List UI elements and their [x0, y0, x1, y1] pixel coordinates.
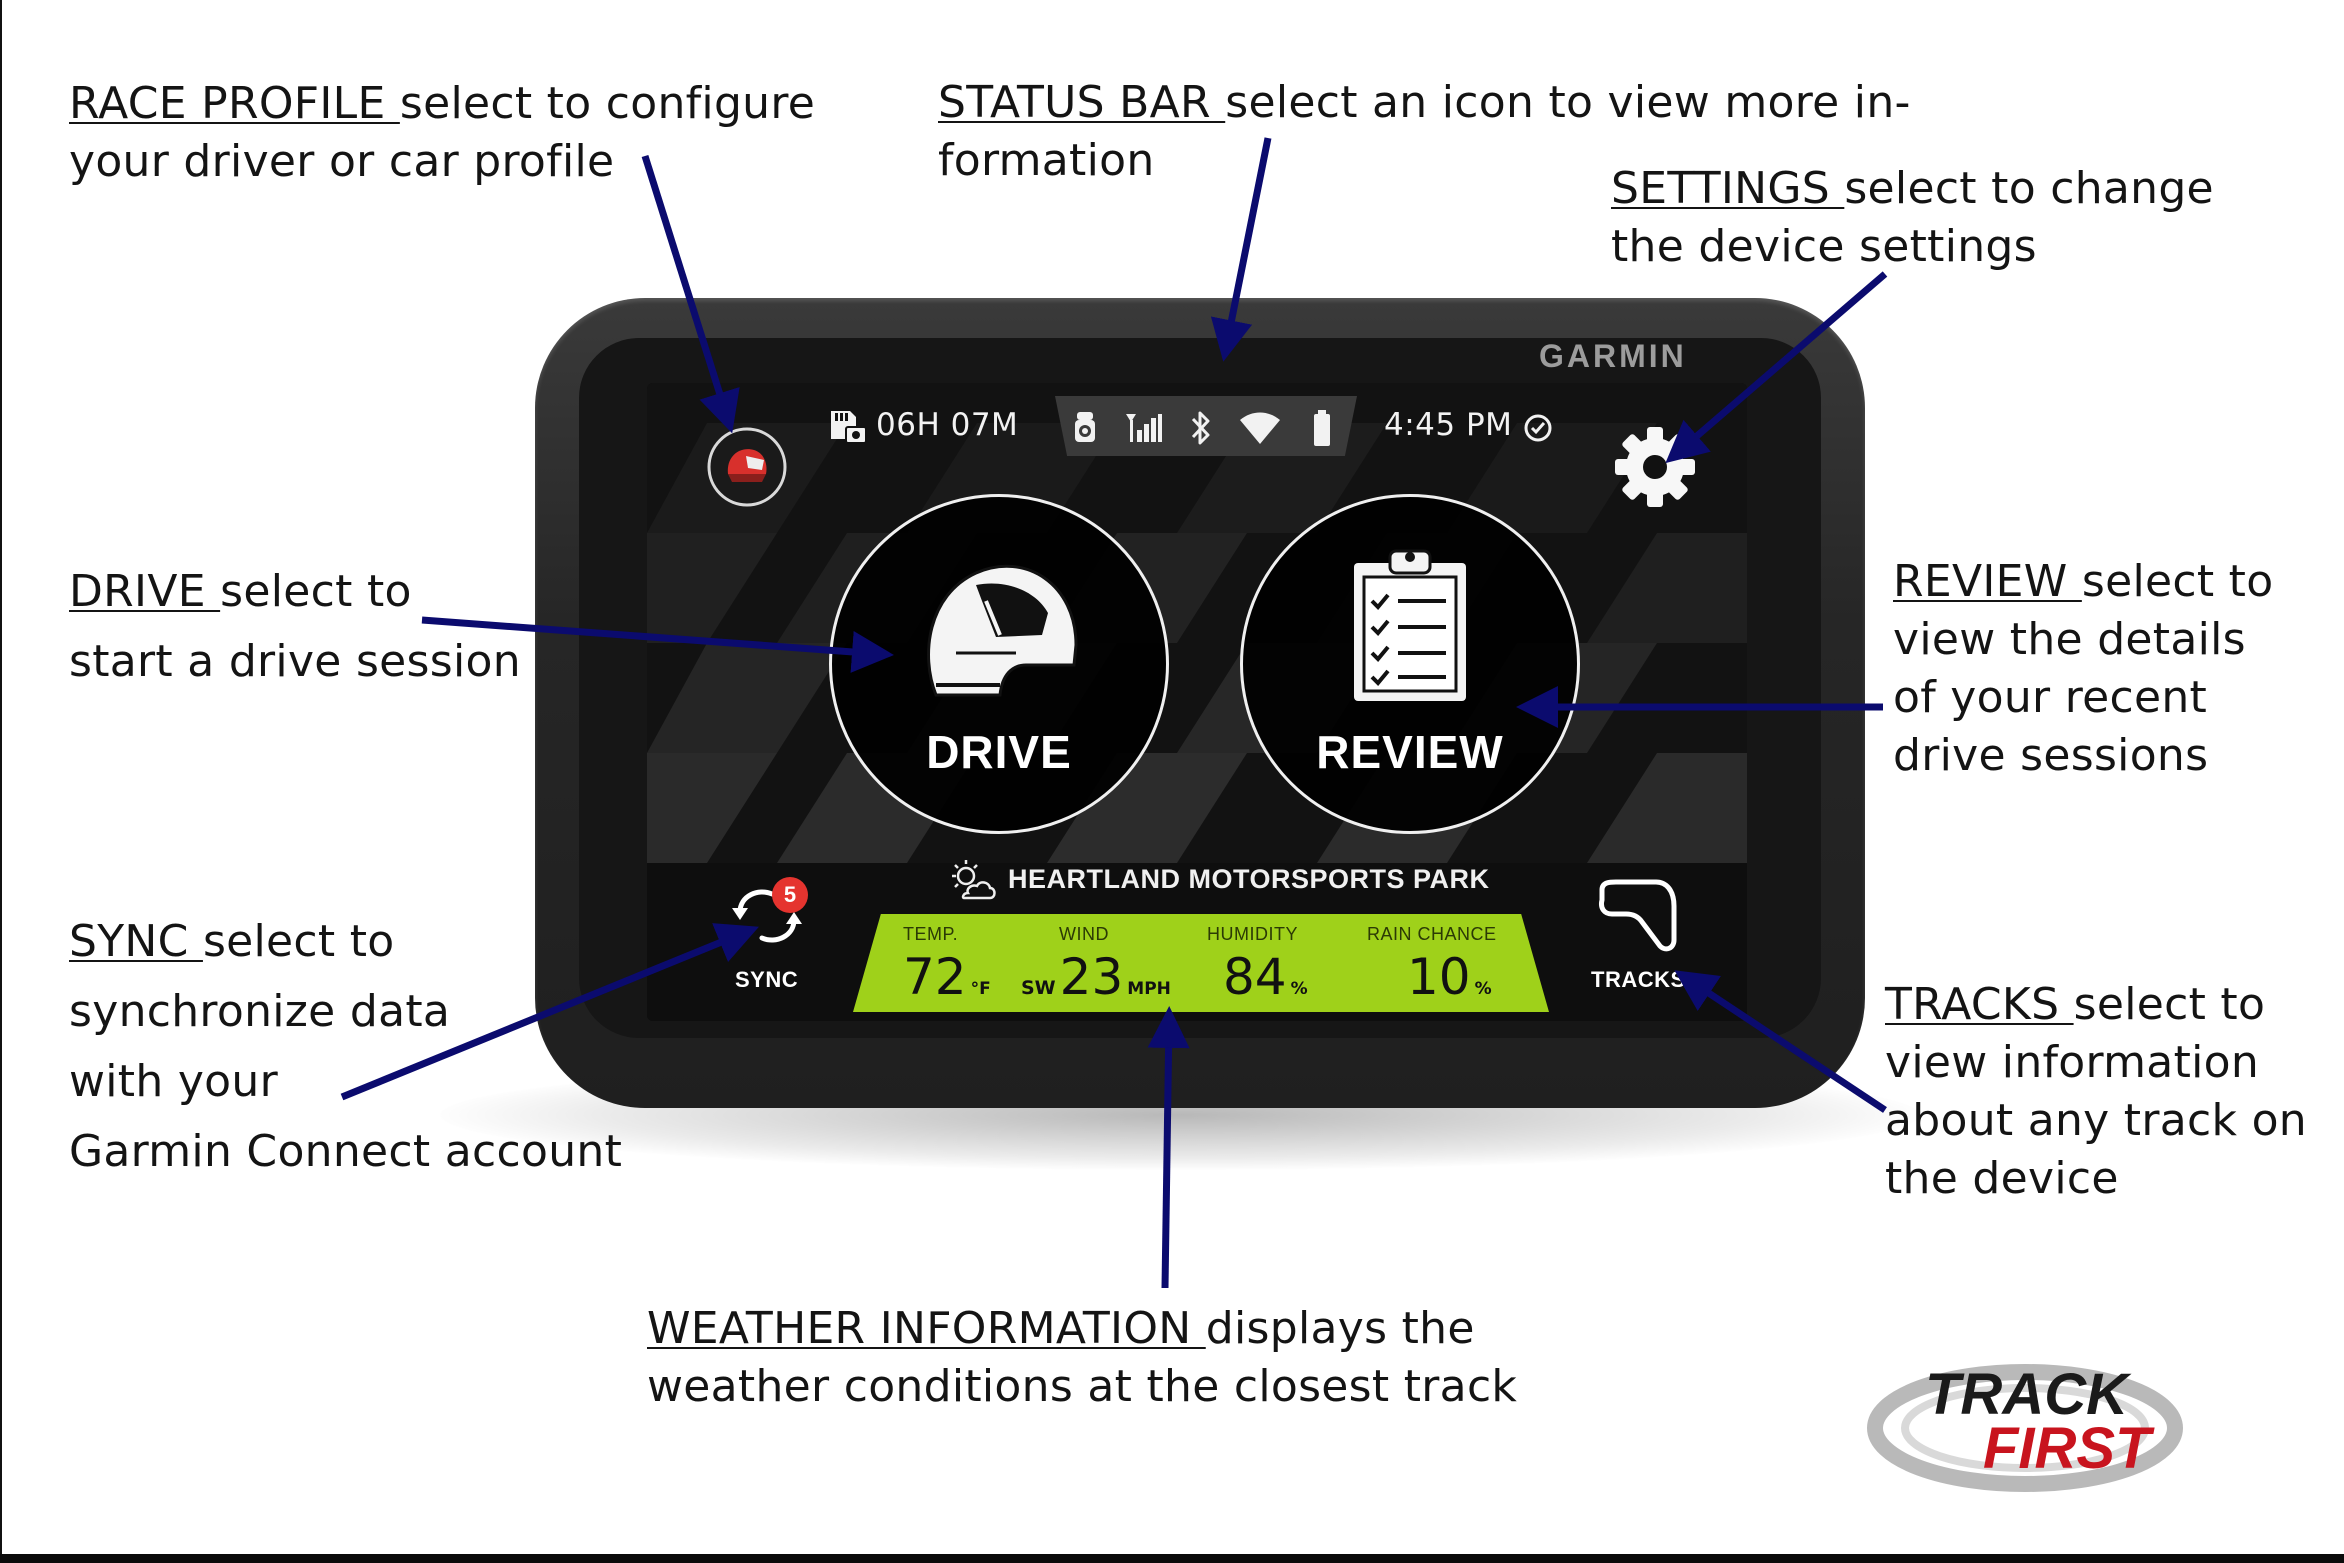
- review-title: REVIEW: [1893, 556, 2082, 607]
- tracks-text-2: view information: [1885, 1037, 2260, 1088]
- race-profile-text: select to configure: [399, 78, 816, 129]
- sync-label[interactable]: SYNC: [735, 967, 799, 992]
- garmin-brand-logo: GARMIN: [1539, 338, 1687, 374]
- humidity-label: HUMIDITY: [1207, 924, 1298, 944]
- race-profile-text-2: your driver or car profile: [69, 136, 615, 187]
- tracks-text-3: about any track on: [1885, 1095, 2307, 1146]
- race-profile-button[interactable]: [706, 426, 788, 508]
- drive-annotation: DRIVE select to start a drive session: [69, 557, 521, 697]
- temp-label: TEMP.: [903, 924, 959, 944]
- status-bar-title: STATUS BAR: [938, 77, 1226, 128]
- drive-title: DRIVE: [69, 566, 221, 617]
- rain-unit: %: [1474, 979, 1492, 999]
- settings-gear-icon[interactable]: [1612, 424, 1698, 510]
- logo-track-text: TRACK: [1925, 1362, 2132, 1427]
- status-bar-text: select an icon to view more in-: [1225, 77, 1911, 128]
- tracks-title: TRACKS: [1885, 979, 2074, 1030]
- drive-text-2: start a drive session: [69, 636, 521, 687]
- tracks-label[interactable]: TRACKS: [1591, 967, 1686, 992]
- settings-annotation: SETTINGS select to change the device set…: [1611, 160, 2214, 276]
- wind-direction: SW: [1021, 977, 1056, 999]
- weather-text-2: weather conditions at the closest track: [647, 1361, 1518, 1412]
- review-text-4: drive sessions: [1893, 730, 2209, 781]
- clipboard-checklist-icon: [1354, 549, 1466, 701]
- signal-strength-icon[interactable]: [1122, 410, 1162, 446]
- logo-first-text: FIRST: [1983, 1416, 2155, 1481]
- track-first-logo: TRACK FIRST: [1867, 1362, 2183, 1492]
- status-bar-text-2: formation: [938, 135, 1155, 186]
- weather-annotation: WEATHER INFORMATION displays the weather…: [647, 1300, 1517, 1416]
- track-map-icon[interactable]: [1592, 878, 1684, 954]
- wind-label: WIND: [1059, 924, 1109, 944]
- rain-value: 10: [1407, 948, 1471, 1006]
- wifi-icon[interactable]: [1238, 410, 1282, 446]
- partly-cloudy-icon: [952, 860, 996, 900]
- helmet-icon: [927, 564, 1078, 697]
- weather-text: displays the: [1205, 1303, 1475, 1354]
- tracks-text-4: the device: [1885, 1153, 2119, 1204]
- temp-value: 72: [903, 948, 967, 1006]
- humidity-unit: %: [1290, 979, 1308, 999]
- status-icon-tray: [1055, 396, 1357, 456]
- review-label: REVIEW: [1316, 726, 1504, 778]
- review-annotation: REVIEW select to view the details of you…: [1893, 553, 2273, 785]
- battery-icon[interactable]: [1311, 408, 1333, 448]
- review-button[interactable]: REVIEW: [1240, 494, 1580, 834]
- drive-label: DRIVE: [926, 726, 1072, 778]
- settings-text-2: the device settings: [1611, 221, 2037, 272]
- race-profile-title: RACE PROFILE: [69, 78, 400, 129]
- rain-value-wrap: 10%: [1407, 948, 1492, 1006]
- sync-title: SYNC: [69, 916, 203, 967]
- sync-text-3: with your: [69, 1056, 278, 1107]
- camera-icon[interactable]: [1072, 410, 1098, 446]
- review-text-2: view the details: [1893, 614, 2246, 665]
- drive-button[interactable]: DRIVE: [829, 494, 1169, 834]
- bottom-border: [0, 1554, 2344, 1563]
- rain-label: RAIN CHANCE: [1367, 924, 1497, 944]
- tracks-text: select to: [2073, 979, 2266, 1030]
- temp-value-wrap: 72°F: [903, 948, 991, 1006]
- settings-text: select to change: [1844, 163, 2214, 214]
- humidity-value: 84: [1223, 948, 1287, 1006]
- review-text-3: of your recent: [1893, 672, 2208, 723]
- left-border: [0, 0, 2, 1560]
- settings-title: SETTINGS: [1611, 163, 1845, 214]
- status-bar-annotation: STATUS BAR select an icon to view more i…: [938, 74, 1911, 190]
- review-text: select to: [2081, 556, 2274, 607]
- clock-time[interactable]: 4:45 PM: [1384, 407, 1513, 443]
- weather-title: WEATHER INFORMATION: [647, 1303, 1206, 1354]
- drive-text: select to: [220, 566, 412, 617]
- tracks-annotation: TRACKS select to view information about …: [1885, 976, 2307, 1208]
- sd-card-icon[interactable]: [828, 409, 868, 447]
- temp-unit: °F: [970, 979, 991, 999]
- wind-value: 23: [1059, 948, 1124, 1006]
- sync-text-4: Garmin Connect account: [69, 1126, 623, 1177]
- recording-time[interactable]: 06H 07M: [876, 407, 1019, 443]
- bluetooth-icon[interactable]: [1188, 408, 1214, 448]
- sync-text: select to: [202, 916, 395, 967]
- humidity-value-wrap: 84%: [1223, 948, 1308, 1006]
- track-name: HEARTLAND MOTORSPORTS PARK: [1008, 864, 1490, 894]
- wind-unit: MPH: [1127, 979, 1171, 999]
- sync-icon[interactable]: [728, 880, 806, 952]
- check-circle-icon[interactable]: [1522, 412, 1554, 444]
- race-profile-annotation: RACE PROFILE select to configure your dr…: [69, 75, 815, 191]
- sync-count-badge: 5: [772, 877, 808, 913]
